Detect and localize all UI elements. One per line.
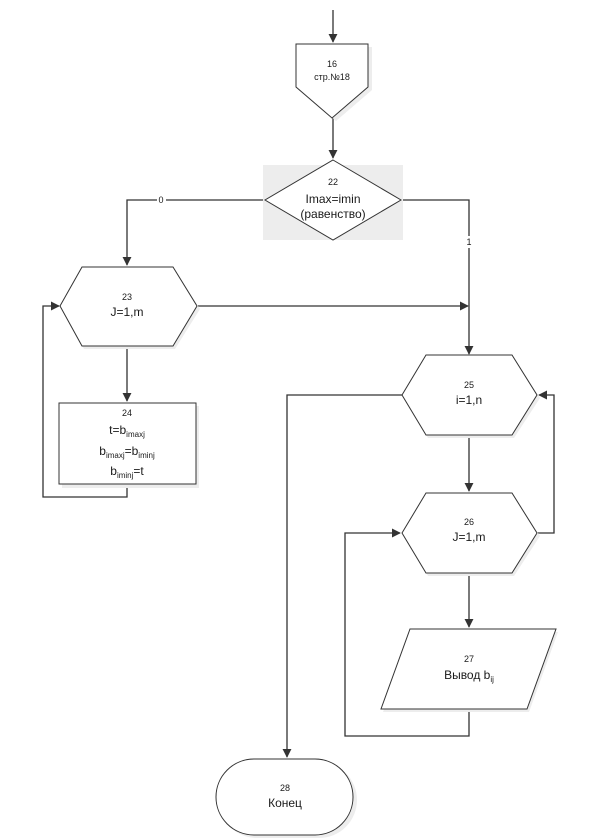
block-22-condition-note: (равенство) <box>300 207 365 221</box>
block-26-number: 26 <box>464 517 474 527</box>
block-25-text: i=1,n <box>456 393 482 407</box>
block-24-line3: biminj=t <box>110 464 144 480</box>
edge-labels: 0 1 <box>157 194 474 248</box>
edge-22-23-no <box>122 199 264 266</box>
block-28-terminator: 28 Конец <box>215 758 357 838</box>
block-23-text: J=1,m <box>110 305 143 319</box>
block-28-number: 28 <box>280 783 290 793</box>
block-27-text: Вывод bij <box>444 668 494 684</box>
block-25-loop: 25 i=1,n <box>401 354 540 438</box>
edge-26-loop <box>537 390 555 534</box>
block-23-loop: 23 J=1,m <box>59 266 200 349</box>
no-branch-label: 0 <box>158 195 163 205</box>
block-24-line2: bimaxj=biminj <box>99 444 155 460</box>
yes-branch-label: 1 <box>466 237 471 247</box>
block-27-number: 27 <box>464 654 474 664</box>
block-24-line1: t=bimaxj <box>109 423 145 439</box>
block-16-offpage-connector: 16 стр.№18 <box>295 43 372 121</box>
block-22-condition: Imax=imin <box>305 192 360 206</box>
block-28-text: Конец <box>268 796 302 810</box>
block-26-text: J=1,m <box>452 530 485 544</box>
edge-24-loop <box>42 301 128 498</box>
edge-25-28 <box>282 394 402 758</box>
block-24-number: 24 <box>122 408 132 418</box>
edge-27-loop <box>344 528 470 737</box>
connectors <box>42 10 555 758</box>
block-24-process: 24 t=bimaxj bimaxj=biminj biminj=t <box>58 402 199 488</box>
edge-22-25-yes <box>401 199 474 355</box>
block-25-number: 25 <box>464 380 474 390</box>
block-22-decision: 22 Imax=imin (равенство) <box>263 159 403 241</box>
block-22-number: 22 <box>328 177 338 187</box>
block-23-number: 23 <box>122 292 132 302</box>
block-16-number: 16 <box>327 59 337 69</box>
block-16-text: стр.№18 <box>314 72 350 82</box>
block-27-output: 27 Вывод bij <box>380 628 558 712</box>
block-26-loop: 26 J=1,m <box>401 492 540 576</box>
